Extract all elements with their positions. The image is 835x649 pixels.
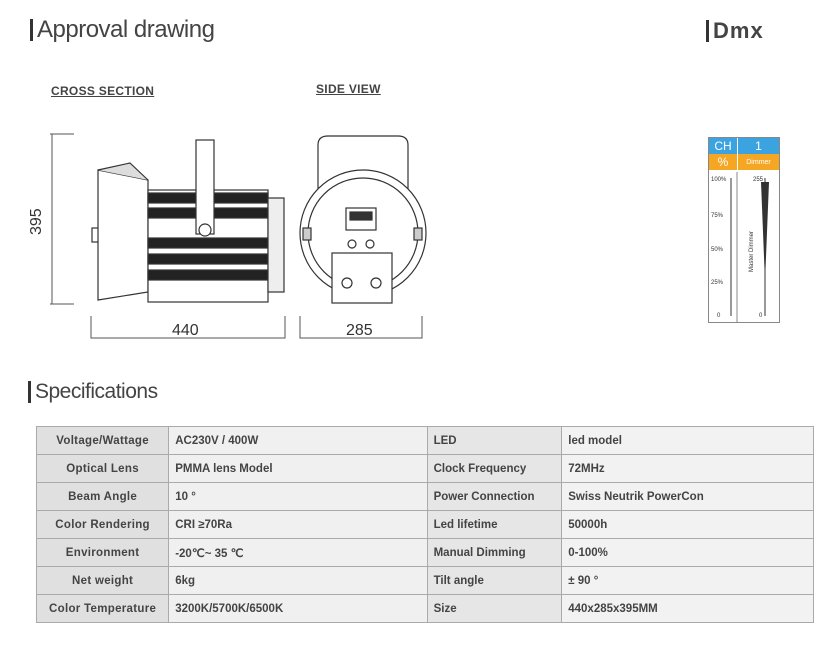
side-view-label: SIDE VIEW xyxy=(316,82,381,96)
dmx-right-top: 255 xyxy=(753,177,764,183)
spec-value: led model xyxy=(561,426,814,455)
spec-value: 50000h xyxy=(561,510,814,539)
approval-drawing-text: Approval drawing xyxy=(37,16,215,43)
dmx-tick-25: 25% xyxy=(711,280,724,286)
side-view-fixture xyxy=(299,135,427,304)
spec-value: PMMA lens Model xyxy=(168,454,428,483)
spec-value: CRI ≥70Ra xyxy=(168,510,428,539)
spec-value: AC230V / 400W xyxy=(168,426,428,455)
dimension-lines xyxy=(50,133,423,339)
dmx-percent-label: % xyxy=(709,154,738,170)
dmx-title-text: Dmx xyxy=(713,18,764,43)
spec-value: 3200K/5700K/6500K xyxy=(168,594,428,623)
depth-dimension: 285 xyxy=(346,322,373,339)
spec-value: 6kg xyxy=(168,566,428,595)
dmx-tick-100: 100% xyxy=(711,177,727,183)
spec-label: Beam Angle xyxy=(35,482,170,511)
spec-value: 10 ° xyxy=(168,482,428,511)
technical-drawing xyxy=(50,133,427,339)
spec-label: Net weight xyxy=(35,566,170,595)
spec-label: Environment xyxy=(35,538,170,567)
spec-label: Clock Frequency xyxy=(426,454,563,483)
title-bar-marker xyxy=(30,19,33,41)
spec-label: Size xyxy=(426,594,563,623)
spec-value: ± 90 ° xyxy=(561,566,814,595)
spec-value: Swiss Neutrik PowerCon xyxy=(561,482,814,511)
spec-label: Tilt angle xyxy=(426,566,563,595)
dmx-ch-value: 1 xyxy=(738,138,779,154)
spec-value: 0-100% xyxy=(561,538,814,567)
spec-value: 72MHz xyxy=(561,454,814,483)
title-bar-marker xyxy=(706,20,709,42)
approval-drawing-title: Approval drawing xyxy=(30,16,215,44)
spec-value: -20℃~ 35 ℃ xyxy=(168,538,428,567)
title-bar-marker xyxy=(28,381,31,403)
spec-label: Optical Lens xyxy=(35,454,170,483)
spec-label: Color Rendering xyxy=(35,510,170,539)
dmx-channel-table: CH 1 % Dimmer 100% 75% 50% 25% 0 255 0 M… xyxy=(708,137,780,323)
spec-label: Manual Dimming xyxy=(426,538,563,567)
dmx-ch-label: CH xyxy=(709,138,738,154)
dmx-title: Dmx xyxy=(706,18,764,44)
dmx-channel-name: Master Dimmer xyxy=(749,231,755,272)
width-dimension: 440 xyxy=(172,322,199,339)
dmx-function-label: Dimmer xyxy=(738,154,779,170)
cross-section-label: CROSS SECTION xyxy=(51,84,155,98)
height-dimension: 395 xyxy=(28,208,45,235)
dmx-scale: 100% 75% 50% 25% 0 255 0 Master Dimmer xyxy=(711,172,769,322)
dmx-tick-50: 50% xyxy=(711,247,724,253)
specifications-text: Specifications xyxy=(35,380,158,403)
dmx-right-bottom: 0 xyxy=(759,313,763,319)
dmx-tick-0: 0 xyxy=(717,313,721,319)
spec-value: 440x285x395MM xyxy=(561,594,814,623)
spec-label: Voltage/Wattage xyxy=(35,426,170,455)
spec-label: Color Temperature xyxy=(35,594,170,623)
dmx-tick-75: 75% xyxy=(711,213,724,219)
spec-label: Power Connection xyxy=(426,482,563,511)
spec-label: LED xyxy=(426,426,563,455)
spec-label: Led lifetime xyxy=(426,510,563,539)
specifications-title: Specifications xyxy=(28,380,158,404)
cross-section-fixture xyxy=(91,139,285,303)
